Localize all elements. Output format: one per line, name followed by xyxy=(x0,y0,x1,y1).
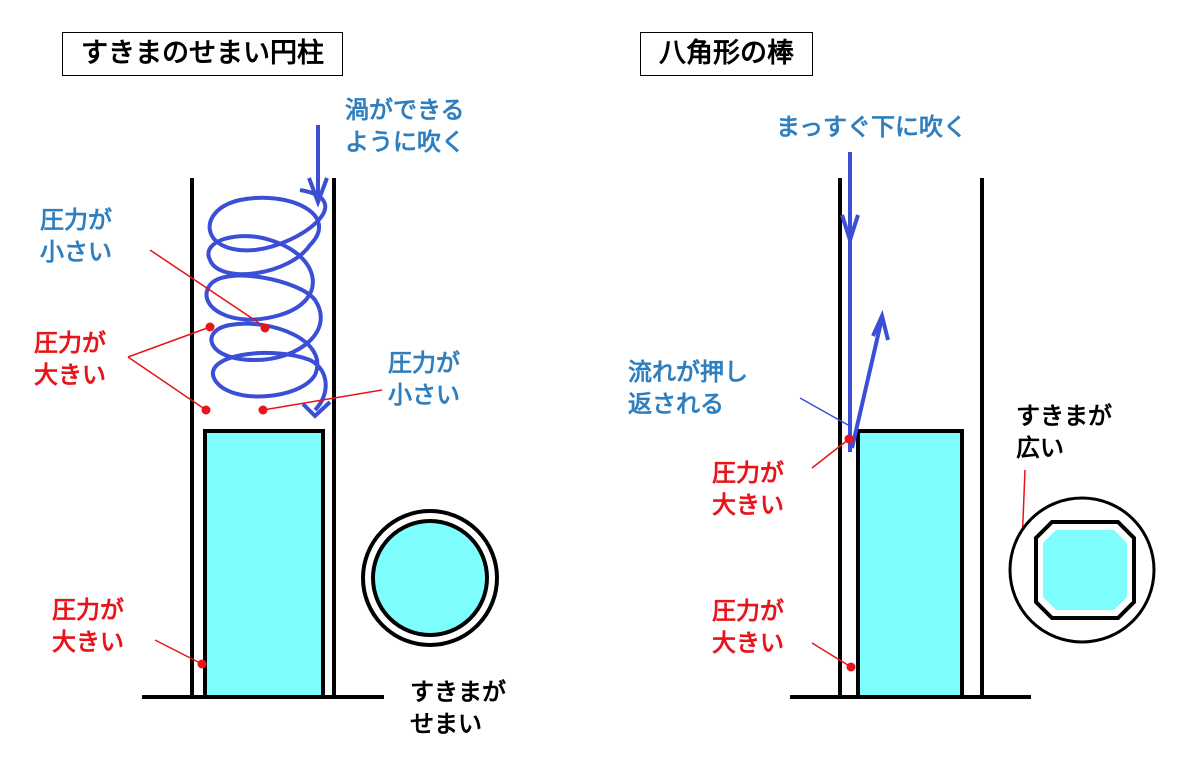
right-pushback-label: 流れが押し 返される xyxy=(628,358,748,418)
left-cross-section-rod xyxy=(371,519,489,637)
left-high-pressure-mid-label: 圧力が 大きい xyxy=(34,329,106,389)
left-cylinder-rod xyxy=(203,429,325,699)
pushback-arrowhead xyxy=(871,309,890,341)
left-pressure-markers xyxy=(127,249,383,669)
left-low-pressure-top-label: 圧力が 小さい xyxy=(40,206,112,266)
right-blow-arrowhead xyxy=(840,214,860,247)
right-high-pressure-bottom-label: 圧力が 大きい xyxy=(712,597,784,657)
left-blow-label: 渦ができる ように吹く xyxy=(345,96,465,156)
pushback-leader xyxy=(799,397,849,426)
right-octagonal-rod xyxy=(856,429,964,699)
left-blow-arrowhead xyxy=(307,177,329,208)
right-blow-label: まっすぐ下に吹く xyxy=(776,113,968,141)
right-cross-section-octagon xyxy=(1043,530,1127,610)
left-title-box: すきまのせまい円柱 xyxy=(62,32,343,76)
right-title-box: 八角形の棒 xyxy=(640,32,813,76)
left-low-pressure-bottom-label: 圧力が 小さい xyxy=(388,349,460,409)
swirl-airflow xyxy=(204,188,328,412)
swirl-arrowhead xyxy=(301,400,332,419)
low-pressure-dot xyxy=(260,323,270,333)
right-gap-label: すきまが 広い xyxy=(1016,402,1112,462)
left-gap-label: すきまが せまい xyxy=(410,678,506,738)
left-high-pressure-bottom-label: 圧力が 大きい xyxy=(52,596,124,656)
right-high-pressure-top-label: 圧力が 大きい xyxy=(712,459,784,519)
pushback-arrow xyxy=(850,317,884,449)
